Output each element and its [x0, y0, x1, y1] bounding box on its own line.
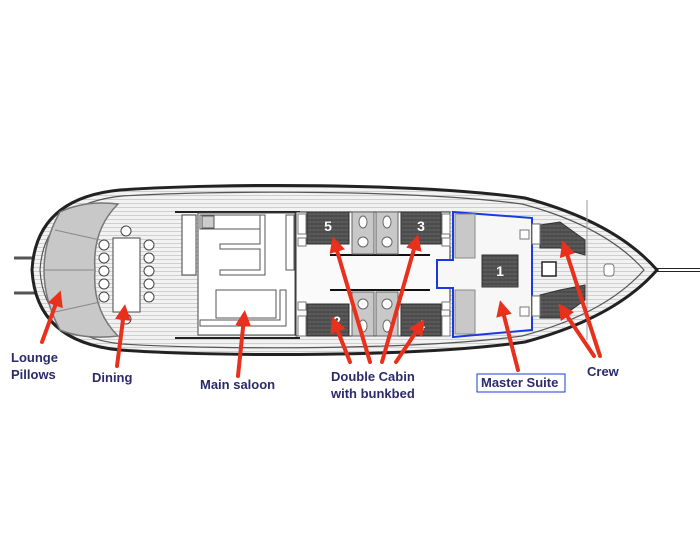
arrow-saloon — [235, 310, 252, 378]
label-double-cabin-1: Double Cabin — [331, 369, 415, 384]
label-lounge-1: Lounge — [11, 350, 58, 365]
arrow-cabin-3 — [380, 234, 422, 364]
label-main-saloon: Main saloon — [200, 377, 275, 392]
crew-quarters — [531, 200, 615, 340]
arrow-master — [496, 300, 520, 372]
arrow-cabin-5 — [329, 236, 372, 364]
arrow-crew-top — [559, 240, 602, 358]
cabin-number-3: 3 — [417, 218, 425, 234]
dining-table — [98, 225, 155, 325]
cabin-3: 3 — [400, 211, 442, 245]
label-lounge-2: Pillows — [11, 367, 56, 382]
cabin-number-1: 1 — [496, 263, 504, 279]
label-double-cabin-2: with bunkbed — [330, 386, 415, 401]
label-crew: Crew — [587, 364, 620, 379]
arrow-cabin-4 — [394, 319, 425, 364]
label-dining: Dining — [92, 370, 132, 385]
label-master-suite: Master Suite — [481, 375, 558, 390]
arrow-cabin-2 — [330, 316, 352, 364]
arrow-dining — [115, 304, 131, 368]
cabin-2: 2 — [306, 303, 350, 337]
main-saloon — [175, 211, 300, 339]
cabin-number-5: 5 — [324, 218, 332, 234]
arrow-lounge — [40, 290, 63, 344]
callout-arrows — [40, 234, 602, 378]
cabin-4: 4 — [400, 303, 442, 337]
master-suite-label-box — [476, 373, 566, 393]
arrow-crew-bottom — [558, 303, 596, 358]
cabin-5: 5 — [306, 211, 350, 245]
